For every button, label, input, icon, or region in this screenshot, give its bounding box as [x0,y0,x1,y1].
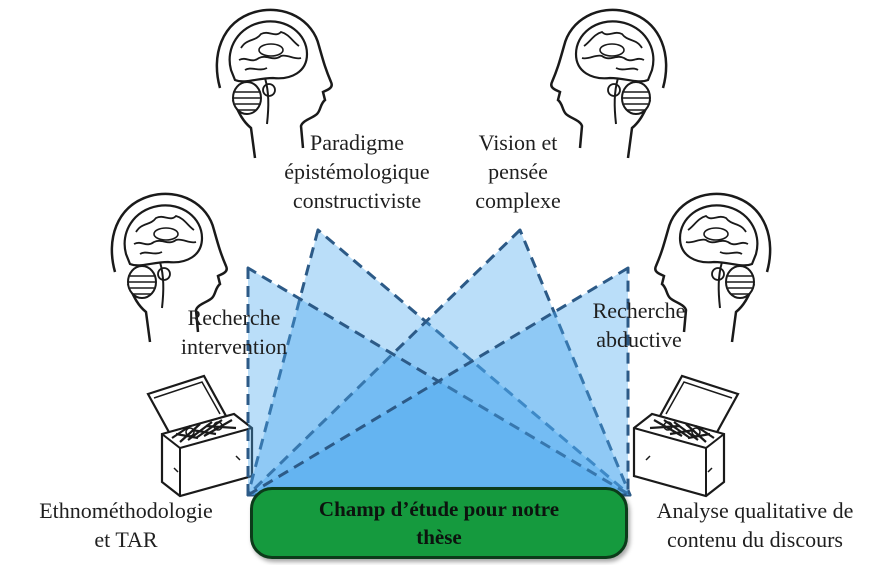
toolbox-icon [148,376,252,496]
toolbox-icon [634,376,738,496]
center-field-box: Champ d’étude pour notre thèse [250,487,628,559]
center-title-line2: thèse [416,523,462,551]
center-title-line1: Champ d’étude pour notre [319,495,559,523]
beams-group [248,230,630,495]
